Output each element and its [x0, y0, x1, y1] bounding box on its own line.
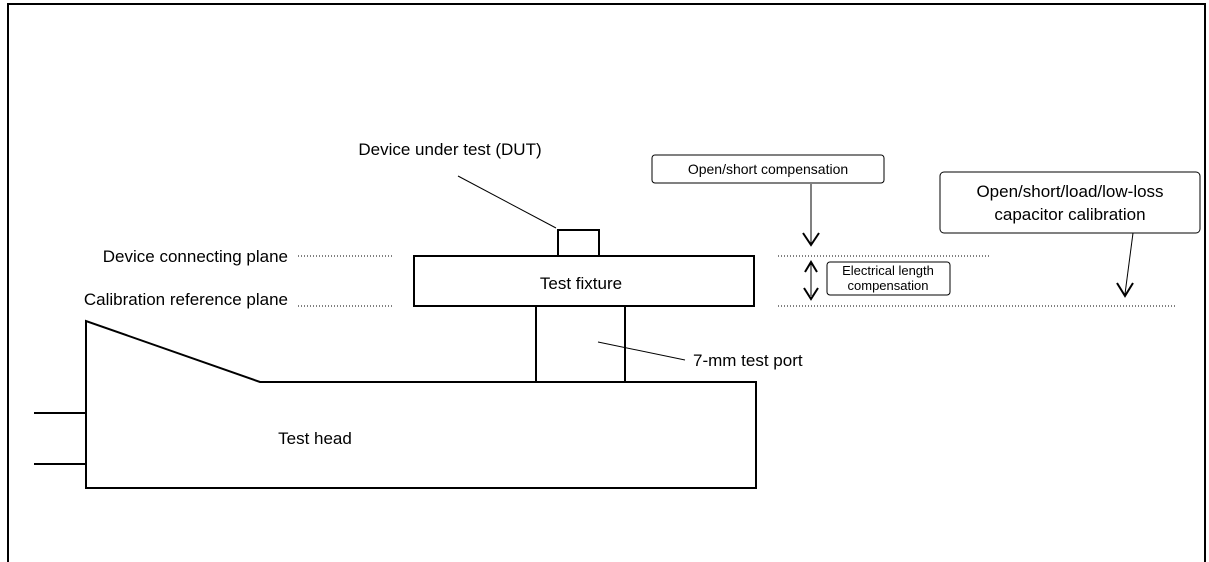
calibration-arrow-head	[1116, 282, 1134, 298]
dut-leader-line	[457, 175, 557, 229]
electrical-length-arrow-up-head	[804, 260, 818, 273]
test-fixture-shape	[413, 255, 755, 307]
test-port-leader-line	[597, 341, 686, 361]
test-fixture-label: Test fixture	[540, 274, 622, 293]
open-short-callout-box	[651, 154, 885, 184]
open-short-arrow-head	[802, 232, 820, 247]
electrical-length-callout-box	[826, 261, 951, 296]
electrical-length-arrow-down-head	[803, 287, 819, 301]
dut-shape	[557, 229, 600, 257]
test-head-shape	[85, 319, 757, 489]
calibration-callout-box	[939, 171, 1201, 234]
test-port-shape	[535, 305, 626, 383]
device-connecting-plane-label: Device connecting plane	[103, 247, 288, 266]
electrical-length-text-line2: compensation	[848, 278, 929, 293]
test-port-label: 7-mm test port	[693, 351, 803, 370]
frame-border	[7, 3, 1206, 562]
calibration-text-line2: capacitor calibration	[994, 205, 1145, 224]
open-short-callout-text: Open/short compensation	[688, 161, 848, 177]
calibration-text-line1: Open/short/load/low-loss	[976, 182, 1163, 201]
test-head-label: Test head	[278, 429, 352, 448]
calibration-arrow-shaft	[1124, 232, 1134, 295]
calibration-reference-plane-label: Calibration reference plane	[84, 290, 288, 309]
dut-label: Device under test (DUT)	[358, 140, 541, 159]
electrical-length-text-line1: Electrical length	[842, 263, 934, 278]
